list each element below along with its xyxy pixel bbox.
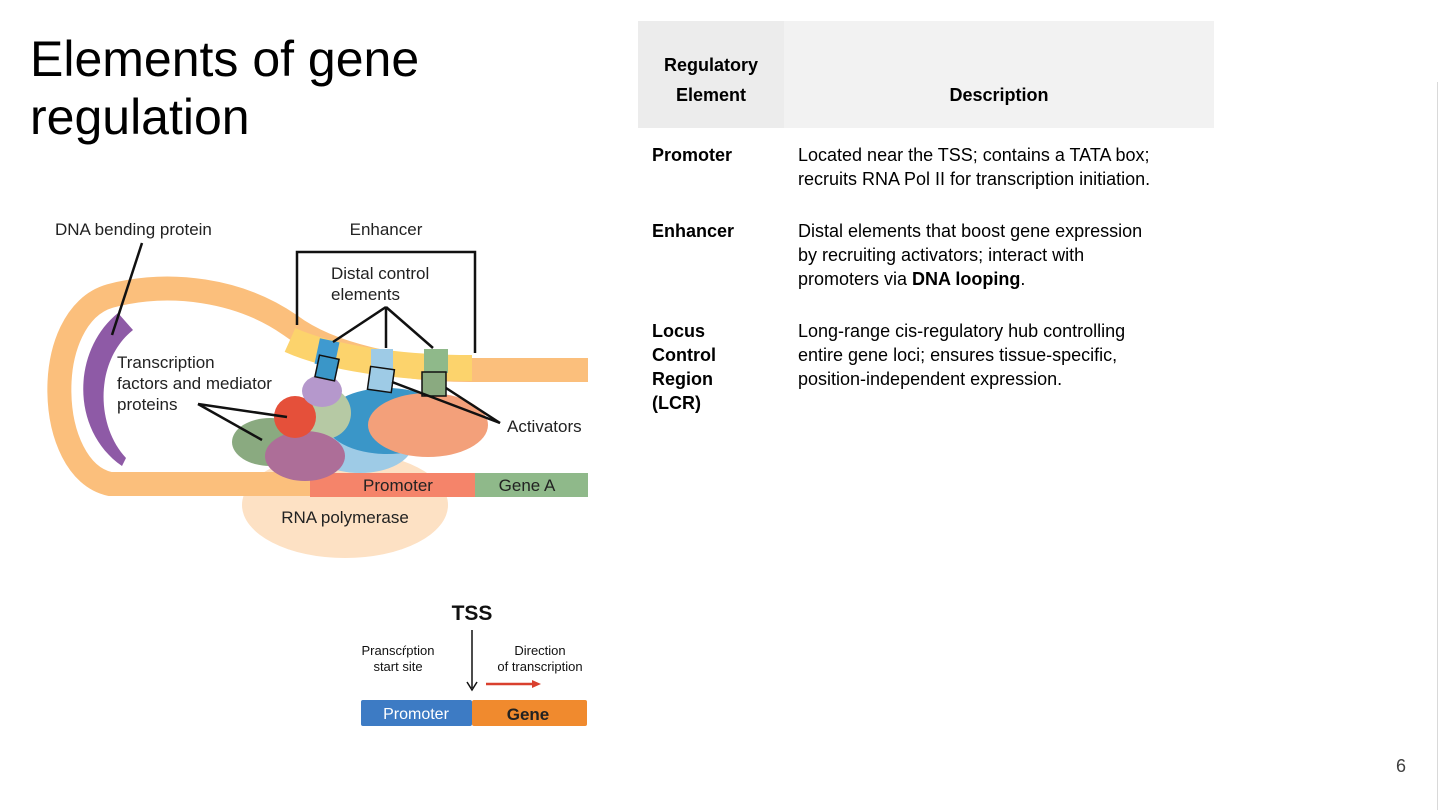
tss-promoter-label: Promoter [383,706,449,723]
activator-1 [314,354,340,382]
dna-bending-protein-pointer [110,242,144,336]
desc-line: Long-range cis-regulatory hub controllin… [798,321,1126,341]
desc-line: Distal elements that boost gene expressi… [798,221,1143,241]
distal-control-label-line-1: Distal control [331,264,429,283]
tss-down-arrow-head [466,681,478,692]
tf-label-line-2: factors and mediator [117,374,272,393]
tss-promoter-block [361,700,472,726]
element-line: Locus [652,321,706,341]
table-row: Promoter Located near the TSS; contains … [638,128,1214,191]
desc-line: position-independent expression. [798,369,1063,389]
dna-bending-protein-label: DNA bending protein [55,220,212,239]
direction-label-line-1: Direction [514,643,565,658]
desc-line: Located near the TSS; contains a TATA bo… [798,145,1150,165]
header-regulatory-element: Regulatory Element [638,21,784,128]
table-header-row: Regulatory Element Description [638,21,1214,128]
promoter-segment [310,473,475,497]
tss-gene-label: Gene [507,705,550,724]
enhancer-bracket [295,250,477,353]
slide-edge-rule [1437,82,1438,810]
red-mediator-protein [274,396,316,438]
promoter-label: Promoter [363,476,433,495]
desc-line: entire gene loci; ensures tissue-specifi… [798,345,1118,365]
distal-element-3 [424,349,448,373]
rna-polymerase-label: RNA polymerase [281,508,409,527]
tss-diagram: TSS Pranscŕption start site Direction of… [361,602,587,726]
activators-pointer-1 [391,380,501,425]
regulatory-elements-table: Regulatory Element Description Promoter … [638,21,1214,415]
element-line: Control [652,345,716,365]
row-description: Long-range cis-regulatory hub controllin… [784,291,1214,415]
direction-label-line-2: of transcription [497,659,582,674]
row-description: Located near the TSS; contains a TATA bo… [784,128,1214,191]
start-site-label-line-1: Pranscŕption [362,643,435,658]
row-element: Enhancer [652,221,735,241]
gene-a-label: Gene A [499,476,556,495]
desc-line-suffix: . [1020,269,1026,289]
tf-pointer-1 [197,402,288,419]
header-element-line-1: Regulatory [663,55,759,75]
header-description: Description [784,21,1214,128]
lavender-protein [302,375,342,407]
desc-line-prefix: promoters via [798,269,913,289]
desc-emphasis: DNA looping [912,269,1021,289]
element-line: (LCR) [652,393,701,413]
start-site-label-line-2: start site [373,659,422,674]
row-element: Promoter [652,145,733,165]
slide-title: Elements of gene regulation [30,30,590,146]
dna-bending-protein-shape [83,313,133,466]
page-number: 6 [1396,756,1407,776]
slide-title-line-1: Elements of gene [30,31,420,87]
gene-regulation-diagram: Promoter Gene A Enhancer Distal control … [47,220,588,726]
table-row: Enhancer Distal elements that boost gene… [638,191,1214,291]
tf-label-line-3: proteins [117,395,177,414]
slide-title-line-2: regulation [30,89,250,145]
activators-label: Activators [507,417,582,436]
desc-line: recruits RNA Pol II for transcription in… [798,169,1151,189]
distal-control-label-line-2: elements [331,285,400,304]
tf-pointer-2 [197,402,263,442]
activators-pointer-2 [445,386,501,425]
distal-pointer-3 [385,306,434,349]
activator-2 [366,365,396,394]
gene-a-segment [475,473,588,497]
desc-line: by recruiting activators; interact with [798,245,1085,265]
tss-gene-block [472,700,587,726]
table-row: Locus Control Region (LCR) Long-range ci… [638,291,1214,415]
row-description: Distal elements that boost gene expressi… [784,191,1214,291]
activator-3 [421,371,447,397]
header-element-line-2: Element [675,85,747,105]
direction-arrow-head [532,680,541,688]
salmon-activator [368,393,488,457]
distal-pointer-1 [332,305,387,344]
mauve-mediator-protein [265,431,345,481]
element-line: Region [652,369,713,389]
tss-label: TSS [452,602,493,625]
row-element: Locus Control Region (LCR) [638,291,784,415]
enhancer-label: Enhancer [350,220,423,239]
tf-label-line-1: Transcription [117,353,215,372]
